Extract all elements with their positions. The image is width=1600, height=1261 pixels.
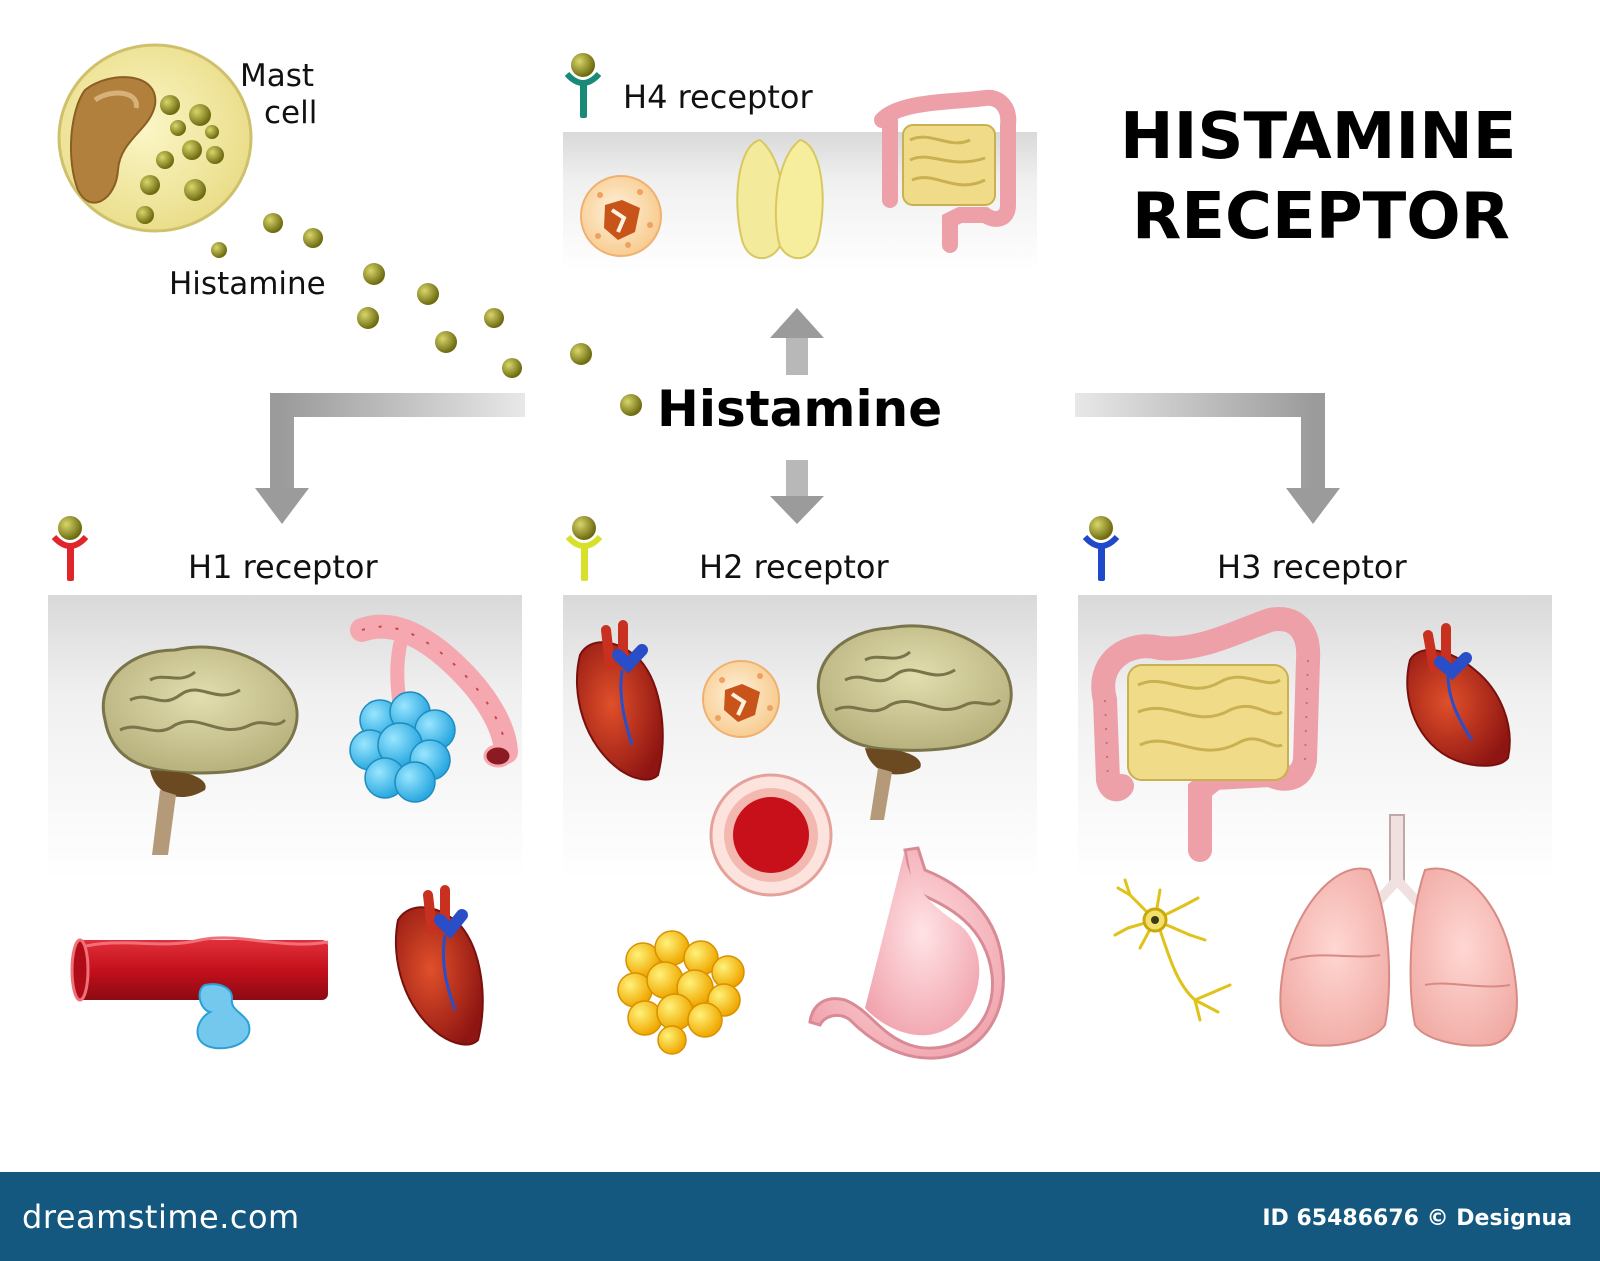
h2-receptor-label: H2 receptor bbox=[699, 548, 889, 586]
footer-brand[interactable]: dreamstime.com bbox=[22, 1198, 300, 1236]
stomach-icon bbox=[808, 846, 1005, 1060]
h4-receptor-label: H4 receptor bbox=[623, 78, 813, 116]
arrow-to-h1 bbox=[255, 393, 525, 524]
brain-icon bbox=[816, 624, 1013, 820]
intestine-icon bbox=[1091, 607, 1321, 862]
white-blood-cell-icon bbox=[702, 660, 780, 738]
thymus-icon bbox=[736, 138, 824, 260]
heart-icon bbox=[394, 885, 484, 1046]
arrow-to-h4 bbox=[770, 308, 824, 375]
white-blood-cell-icon bbox=[580, 175, 662, 257]
mast-cell-label-line2: cell bbox=[264, 95, 318, 131]
main-title-line2: RECEPTOR bbox=[1132, 180, 1510, 254]
h1-receptor-icon bbox=[51, 516, 89, 581]
histamine-small-label: Histamine bbox=[169, 266, 326, 302]
blood-vessel-icon bbox=[70, 936, 329, 1050]
footer-bar: dreamstime.com ID 65486676 © Designua bbox=[0, 1172, 1600, 1261]
main-title-line1: HISTAMINE bbox=[1120, 100, 1517, 174]
vessel-cross-section-icon bbox=[709, 773, 833, 897]
bronchi-icon bbox=[349, 614, 518, 803]
heart-icon bbox=[576, 620, 664, 781]
h4-receptor-icon bbox=[564, 53, 602, 118]
histamine-center-label: Histamine bbox=[657, 380, 943, 438]
h1-receptor-label: H1 receptor bbox=[188, 548, 378, 586]
lungs-icon bbox=[1279, 814, 1518, 1047]
histamine-granules bbox=[211, 213, 642, 416]
arrow-to-h3 bbox=[1075, 393, 1340, 524]
intestine-icon bbox=[874, 89, 1017, 253]
h3-receptor-label: H3 receptor bbox=[1217, 548, 1407, 586]
heart-icon bbox=[1406, 623, 1511, 767]
fat-cell-icon bbox=[617, 930, 745, 1055]
footer-credit: ID 65486676 © Designua bbox=[1262, 1206, 1572, 1231]
mast-cell-label-line1: Mast bbox=[240, 58, 315, 94]
mast-cell-icon bbox=[57, 43, 253, 233]
brain-icon bbox=[101, 645, 299, 855]
h2-receptor-icon bbox=[565, 516, 603, 581]
arrow-to-h2 bbox=[770, 460, 824, 524]
h3-receptor-icon bbox=[1082, 516, 1120, 581]
neuron-icon bbox=[1113, 878, 1232, 1022]
